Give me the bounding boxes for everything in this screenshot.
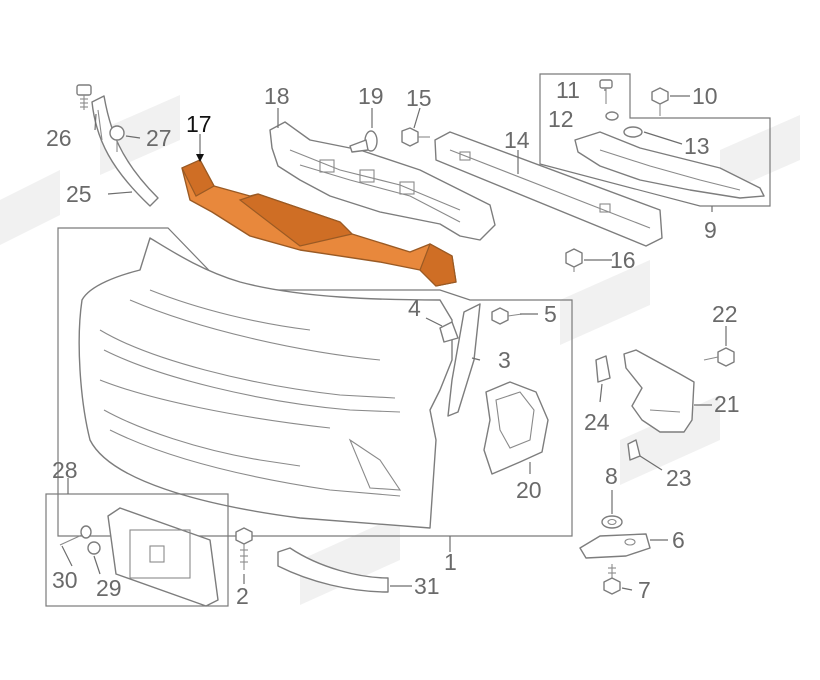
part-26-bolt xyxy=(76,84,92,110)
part-27-clip xyxy=(109,125,125,152)
label-30: 30 xyxy=(52,567,78,593)
label-31: 31 xyxy=(414,573,440,599)
part-21-bracket xyxy=(623,349,695,433)
label-15: 15 xyxy=(406,85,432,111)
part-31-strip xyxy=(277,547,389,593)
label-14: 14 xyxy=(504,127,530,153)
label-27: 27 xyxy=(146,125,172,151)
label-16: 16 xyxy=(610,247,636,273)
part-7-bolt xyxy=(603,564,621,595)
part-16-screw xyxy=(565,248,583,272)
label-24: 24 xyxy=(584,409,610,435)
label-26: 26 xyxy=(46,125,72,151)
label-29: 29 xyxy=(96,575,122,601)
part-19-push-pin xyxy=(349,130,378,153)
label-9: 9 xyxy=(704,217,717,243)
label-22: 22 xyxy=(712,301,738,327)
label-12: 12 xyxy=(548,106,574,132)
watermark xyxy=(0,95,800,605)
label-2: 2 xyxy=(236,583,249,609)
label-21: 21 xyxy=(714,391,740,417)
bumper-fascia xyxy=(78,237,453,529)
label-10: 10 xyxy=(692,83,718,109)
leader-lines xyxy=(61,89,727,591)
part-15-screw xyxy=(401,127,430,147)
label-1: 1 xyxy=(444,549,457,575)
part-25-strip xyxy=(91,95,159,207)
label-17: 17 xyxy=(186,111,212,137)
part-24-clip xyxy=(595,355,611,383)
group-1-box xyxy=(57,227,573,537)
part-17-energy-absorber xyxy=(181,159,457,287)
label-20: 20 xyxy=(516,477,542,503)
label-23: 23 xyxy=(666,465,692,491)
label-28: 28 xyxy=(52,457,78,483)
label-13: 13 xyxy=(684,133,710,159)
part-10-bolt xyxy=(651,87,669,116)
label-7: 7 xyxy=(638,577,651,603)
label-5: 5 xyxy=(544,301,557,327)
part-14-reinforcement xyxy=(434,131,663,247)
label-4: 4 xyxy=(408,295,421,321)
label-6: 6 xyxy=(672,527,685,553)
part-4-clip xyxy=(439,321,459,343)
group-28-box xyxy=(45,493,229,607)
label-8: 8 xyxy=(605,463,618,489)
part-5-screw xyxy=(491,307,523,325)
label-18: 18 xyxy=(264,83,290,109)
part-3-molding xyxy=(447,303,481,417)
part-8-grommet xyxy=(601,515,623,529)
part-2-bolt xyxy=(235,527,253,570)
part-20-duct xyxy=(483,381,549,475)
group-9-box xyxy=(539,73,771,207)
label-3: 3 xyxy=(498,347,511,373)
label-19: 19 xyxy=(358,83,384,109)
label-25: 25 xyxy=(66,181,92,207)
part-labels: 17 18 19 15 14 11 12 10 13 9 16 26 27 25… xyxy=(46,77,740,609)
part-6-bracket xyxy=(579,533,651,559)
part-22-bolt xyxy=(703,347,735,367)
part-18-bracket xyxy=(269,121,496,241)
label-11: 11 xyxy=(556,77,580,103)
